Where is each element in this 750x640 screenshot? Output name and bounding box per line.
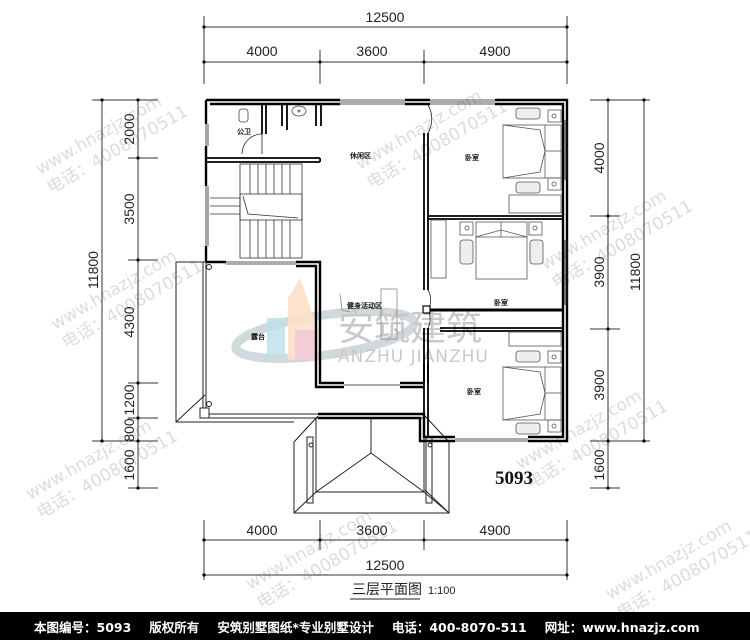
bottom-dimension-3: 4900 [479,522,510,538]
terrace [175,261,318,423]
bathroom-fixtures [238,105,307,123]
room-label-public-bathroom: 公卫 [237,128,251,136]
room-label-bedroom-1: 卧室 [465,153,479,162]
bedroom-1-furniture [502,107,562,214]
footer-copyright: 版权所有 [149,619,200,635]
floor-plan [175,98,569,514]
left-dimension-1: 2000 [121,113,137,144]
bedroom-2-furniture [430,219,544,280]
bottom-dimension-1: 4000 [246,522,277,538]
top-dimension-1: 4000 [246,43,277,59]
plan-scale: 1:100 [428,585,456,597]
right-dimension-4: 1600 [591,449,607,480]
room-label-terrace: 露台 [251,332,265,341]
doors [241,104,563,329]
room-label-bedroom-3: 卧室 [467,387,481,396]
footer-phone: 电话：400-8070-511 [391,619,527,635]
porch-roof [293,415,451,514]
fitness-equipment [339,288,398,340]
bedroom-3-furniture [502,331,562,435]
bottom-dimension-2: 3600 [356,522,387,538]
plan-number: 5093 [495,468,533,489]
right-dimensions [590,98,650,490]
left-total-dimension: 11800 [85,251,101,289]
right-total-dimension: 11800 [627,253,643,291]
windows [205,99,568,442]
logo-english-text: ANZHU JIANZHU [338,347,489,367]
left-dimension-5: 800 [121,418,137,442]
left-dimensions [92,98,158,490]
footer-website[interactable]: 网址：www.hnazjz.com [544,619,700,635]
top-dimensions [202,16,569,84]
bottom-dimensions [202,520,569,580]
room-label-leisure-area: 休闲区 [349,151,371,160]
staircase [210,163,303,259]
exterior-walls [204,98,569,443]
room-label-bedroom-2: 卧室 [494,298,508,307]
footer-plan-id: 本图编号：5093 [34,619,132,635]
footer-bar: 本图编号：5093 版权所有 安筑别墅图纸*专业别墅设计 电话：400-8070… [0,612,750,640]
footer-slogan: 安筑别墅图纸*专业别墅设计 [217,619,374,635]
right-dimension-3: 3900 [591,369,607,400]
left-dimension-6: 1600 [121,449,137,480]
right-dimension-2: 3900 [591,256,607,287]
interior-walls [206,104,563,437]
top-dimension-3: 4900 [479,43,510,59]
top-total-dimension: 12500 [366,9,405,25]
left-dimension-3: 4300 [121,306,137,337]
right-dimension-1: 4000 [591,142,607,173]
left-dimension-4: 1200 [121,384,137,415]
top-dimension-2: 3600 [356,43,387,59]
left-dimension-2: 3500 [121,193,137,224]
room-label-fitness-area: 健身活动区 [347,301,382,310]
anzhu-logo-watermark: 安筑建筑 ANZHU JIANZHU [231,278,489,367]
plan-title: 三层平面图 [352,582,422,598]
bottom-total-dimension: 12500 [366,557,405,573]
